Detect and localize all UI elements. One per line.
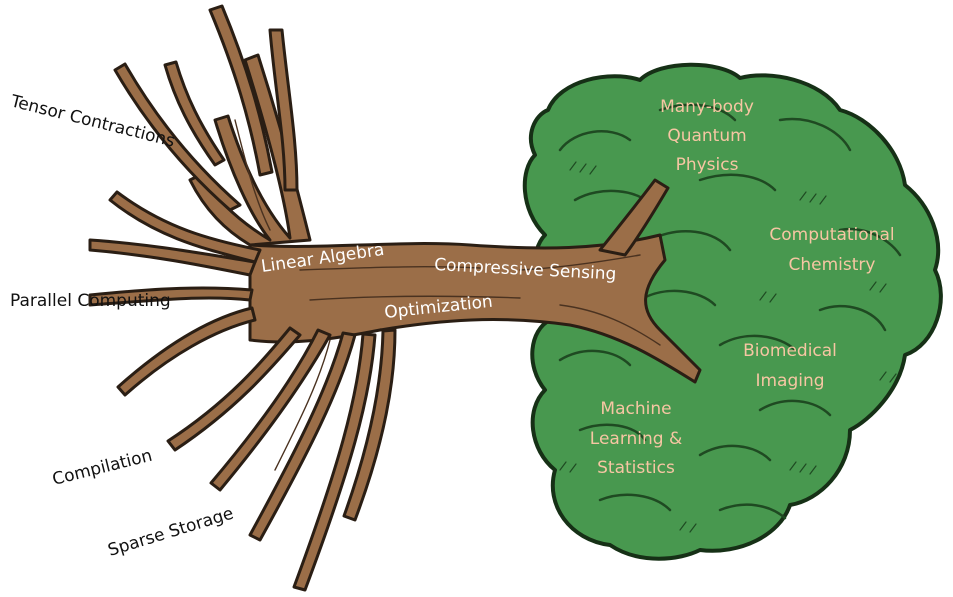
crown-label-line: Chemistry	[789, 255, 876, 275]
root-label-parallel-computing: Parallel Computing	[10, 291, 171, 311]
crown-label-line: Statistics	[597, 458, 675, 478]
crown-label-line: Imaging	[755, 371, 824, 391]
crown-label-line: Machine	[600, 399, 671, 419]
crown-label-line: Biomedical	[743, 341, 837, 361]
crown-label-line: Many-body	[660, 97, 754, 117]
crown-label-line: Computational	[769, 225, 894, 245]
crown-label-line: Learning &	[590, 429, 682, 449]
root-label-compilation: Compilation	[50, 446, 154, 490]
crown-label-machine-learning-statistics: Machine Learning & Statistics	[590, 399, 682, 478]
crown-label-line: Physics	[676, 155, 739, 175]
crown-label-line: Quantum	[667, 126, 746, 146]
root-mid-left-3	[118, 308, 255, 395]
root-label-sparse-storage: Sparse Storage	[106, 504, 236, 561]
